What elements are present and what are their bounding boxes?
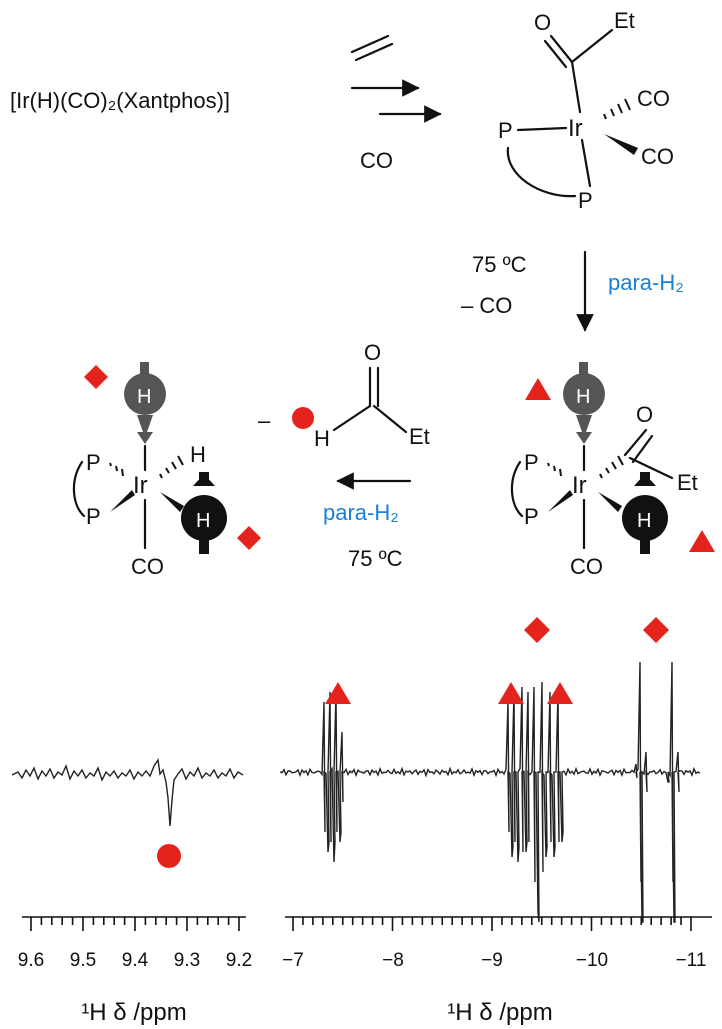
- gray-spin-ball-icon: [563, 373, 605, 415]
- wedge-bond: [604, 134, 638, 155]
- tick-label-left: 9.4: [122, 950, 149, 971]
- acyl-p2-label: P: [578, 188, 593, 213]
- acyl-co-eq-label: CO: [641, 144, 674, 169]
- ha-ir-label: Ir: [572, 472, 587, 499]
- tick-label-right: −7: [282, 950, 304, 971]
- acyl-complex: O Et Ir CO CO P P: [498, 8, 674, 213]
- axis-label-right: ¹H δ /ppm: [447, 999, 552, 1026]
- black-spin-ball-icon: [181, 495, 227, 541]
- hydride-acyl-complex: H Ir P P O Et H: [510, 362, 715, 579]
- triangle-marker: [525, 378, 551, 400]
- step2-reagent-label: para-H₂: [608, 270, 684, 295]
- spectrum-trace-left: [11, 758, 244, 827]
- cond-co-label: CO: [360, 148, 393, 173]
- ha-et-label: Et: [677, 470, 698, 495]
- diamond-marker: [643, 617, 669, 643]
- step2-temp-label: 75 ºC: [472, 252, 527, 277]
- dh-p1-label: P: [86, 450, 101, 475]
- ethylene-icon: [350, 34, 394, 62]
- ha-h-top-label: H: [576, 386, 590, 408]
- dh-h-ball-label: H: [196, 510, 210, 532]
- dh-ir-label: Ir: [133, 472, 148, 499]
- dihydride-complex: H Ir P P H H CO: [72, 362, 261, 579]
- aldehyde-et-label: Et: [409, 424, 430, 449]
- dh-co-label: CO: [131, 554, 164, 579]
- start-complex-label: [Ir(H)(CO)₂(Xantphos)]: [10, 88, 230, 113]
- aldehyde-h-label: H: [314, 426, 330, 451]
- tick-label-left: 9.6: [18, 950, 44, 971]
- step3-reagent-label: para-H₂: [323, 500, 399, 525]
- circle-marker: [292, 407, 314, 429]
- dh-h-small-label: H: [190, 442, 206, 467]
- axis-label-left: ¹H δ /ppm: [81, 999, 186, 1026]
- tick-label-right: −9: [481, 950, 503, 971]
- tick-label-right: −11: [676, 950, 707, 971]
- step2-loss-label: – CO: [461, 293, 512, 318]
- gray-spin-ball-icon: [124, 373, 166, 415]
- diamond-marker: [524, 617, 550, 643]
- dh-h-top-label: H: [137, 386, 151, 408]
- hashed-bond: [603, 98, 631, 120]
- dh-p2-label: P: [86, 504, 101, 529]
- ha-co-label: CO: [570, 554, 603, 579]
- circle-marker: [157, 844, 181, 868]
- tick-label-right: −8: [382, 950, 404, 971]
- triangle-marker: [325, 682, 351, 704]
- triangle-marker: [498, 682, 524, 704]
- diamond-marker: [237, 526, 261, 550]
- ha-p2-label: P: [524, 504, 539, 529]
- acyl-ir-label: Ir: [568, 115, 583, 142]
- svg-text:O: O: [364, 340, 381, 365]
- step3-minus-label: –: [258, 408, 271, 433]
- acyl-p1-label: P: [498, 118, 513, 143]
- tick-label-left: 9.5: [70, 950, 96, 971]
- step3-temp-label: 75 ºC: [348, 546, 403, 571]
- tick-label-left: 9.3: [174, 950, 200, 971]
- acyl-co-ax-label: CO: [637, 86, 670, 111]
- svg-text:O: O: [636, 402, 653, 427]
- tick-label-right: −10: [576, 950, 608, 971]
- tick-label-left: 9.2: [226, 950, 252, 971]
- triangle-marker: [547, 682, 573, 704]
- ha-p1-label: P: [524, 450, 539, 475]
- spectrum-left: 9.6 9.5 9.4 9.3 9.2 ¹H δ /ppm: [11, 758, 252, 1026]
- acyl-et-label: Et: [614, 8, 635, 33]
- diamond-marker: [84, 365, 108, 389]
- spectrum-right: −7 −8 −9 −10 −11 ¹H δ /ppm: [279, 617, 712, 1026]
- black-spin-ball-icon: [622, 495, 668, 541]
- svg-text:O: O: [534, 10, 551, 35]
- triangle-marker: [689, 530, 715, 552]
- aldehyde: – H O Et: [258, 340, 430, 451]
- ha-h-ball-label: H: [637, 510, 651, 532]
